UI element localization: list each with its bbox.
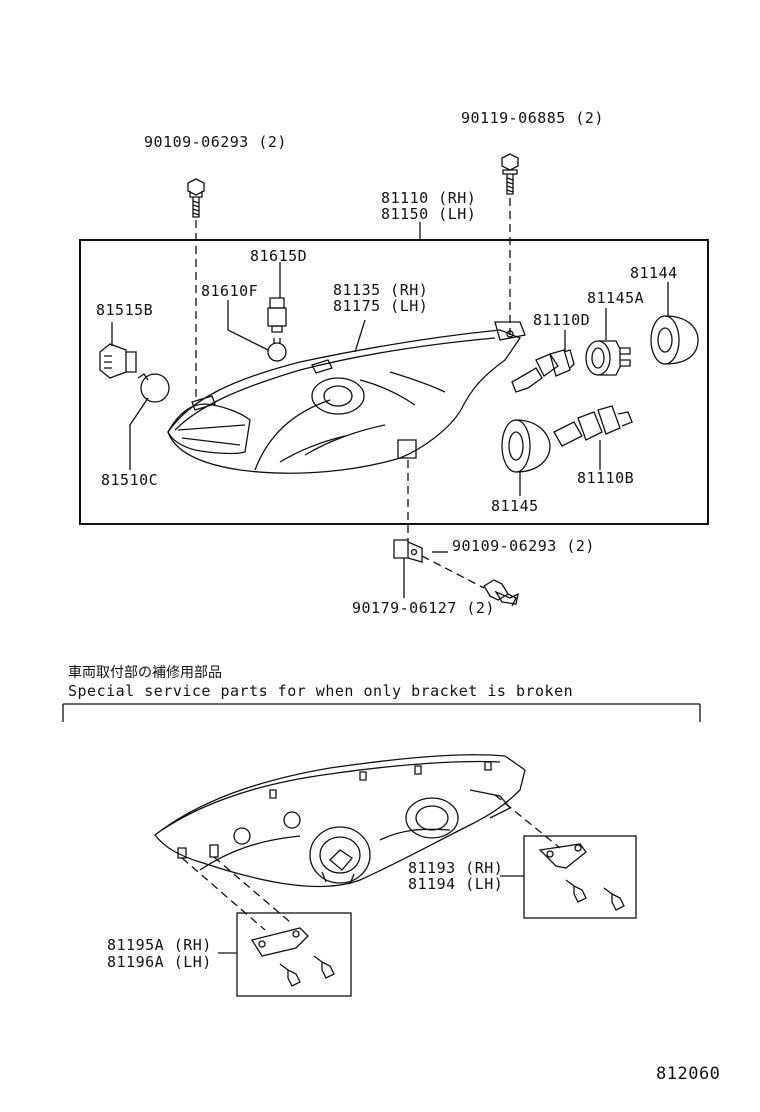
bulb-81110D-drawing [511,349,575,393]
screw-right-1-drawing [565,879,587,903]
clip-90179-drawing [393,539,423,563]
label-bracket-rh: 81193 (RH) [408,859,504,877]
bracket-box-right [523,835,637,919]
label-bracket2-lh: 81196A (LH) [107,953,212,971]
japanese-heading: 車両取付部の補修用部品 [68,665,222,681]
housing-leader-81135 [354,319,366,353]
label-81110B: 81110B [577,469,635,487]
rear-dashes-left-2 [213,856,291,923]
bolt-bottom-drawing [483,579,519,607]
bolt-top-right-drawing [501,153,519,195]
label-lens-lh: 81175 (LH) [333,297,429,315]
label-bolt-bottom: 90109-06293 (2) [452,537,595,555]
rear-dashes-left-1 [181,857,266,931]
english-heading: Special service parts for when only brac… [68,682,574,700]
leader-81510C [129,397,149,470]
label-81145: 81145 [491,497,539,515]
rear-dashes-right [494,794,561,849]
leader-81610F [227,300,269,351]
label-81144: 81144 [630,264,678,282]
label-bracket2-rh: 81195A (RH) [107,936,212,954]
label-81610F: 81610F [201,282,259,300]
label-81510C: 81510C [101,471,159,489]
cover-81144-drawing [650,315,699,365]
screw-right-2-drawing [603,887,625,911]
bolt-top-left-drawing [187,178,205,218]
label-headlamp-rh: 81110 (RH) [381,189,477,207]
socket-81145A-drawing [585,340,631,376]
assembly-frame [79,239,709,525]
label-lens-rh: 81135 (RH) [333,281,429,299]
bracket-box-left [236,912,352,997]
rear-housing-drawing [154,754,526,888]
label-headlamp-lh: 81150 (LH) [381,205,477,223]
screw-left-2-drawing [313,955,335,979]
label-81615D: 81615D [250,247,308,265]
bottom-bolt-dashes [421,555,485,589]
bulb-81110B-drawing [553,405,633,447]
headlamp-housing-drawing [167,321,526,474]
bracket-81193-drawing [538,843,587,869]
label-81515B: 81515B [96,301,154,319]
bracket-81195A-drawing [250,927,309,957]
screw-left-1-drawing [279,963,301,987]
label-81145A: 81145A [587,289,645,307]
label-bolt-top-right: 90119-06885 (2) [461,109,604,127]
label-bracket-lh: 81194 (LH) [408,875,504,893]
cover-81145-drawing [501,419,551,473]
label-nut-bottom: 90179-06127 (2) [352,599,495,617]
label-bolt-top-left: 90109-06293 (2) [144,133,287,151]
bulb-81615D-drawing [267,297,287,362]
diagram-number: 812060 [656,1064,721,1084]
socket-81515B-drawing [99,343,170,403]
label-81110D: 81110D [533,311,591,329]
